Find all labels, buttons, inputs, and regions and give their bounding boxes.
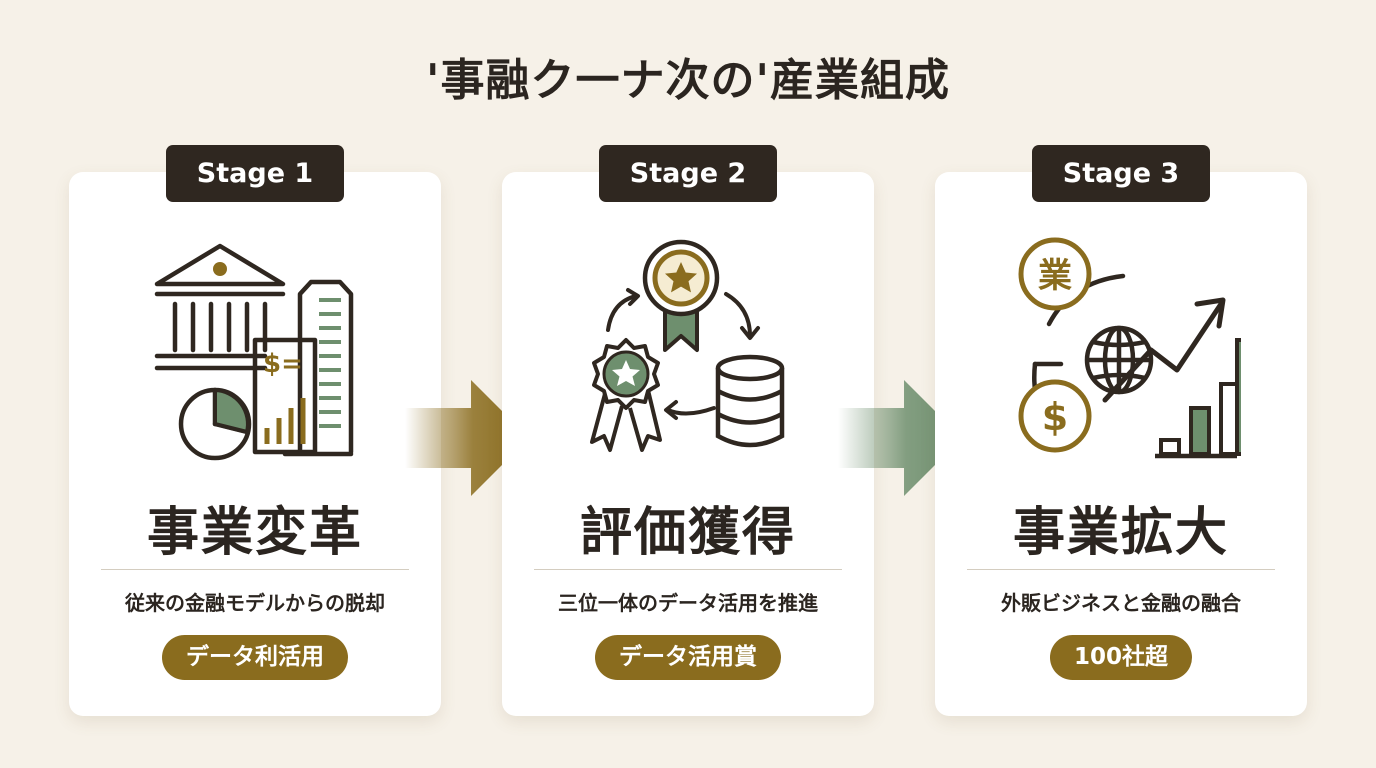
card-description: 従来の金融モデルからの脱却 [125, 591, 385, 615]
award-data-cycle-icon [590, 239, 785, 452]
global-business-growth-icon: 業 $ [1018, 237, 1241, 459]
flow-arrow-icon [405, 380, 529, 496]
document-symbol: $= [263, 349, 303, 379]
result-badge: データ利活用 [162, 635, 348, 680]
card-description: 三位一体のデータ活用を推進 [558, 591, 818, 615]
card-heading: 事業変革 [146, 502, 363, 563]
flow-arrow-icon [838, 380, 962, 496]
card-heading: 事業拡大 [1012, 502, 1229, 563]
stage-card-2: 評価獲得 三位一体のデータ活用を推進 データ活用賞 [502, 172, 874, 716]
result-badge: 100社超 [1049, 635, 1193, 680]
bank-buildings-chart-icon: $= [154, 243, 354, 461]
divider [534, 569, 842, 570]
stage-tab-2: Stage 2 [599, 145, 777, 202]
divider [967, 569, 1275, 570]
page-title: '事融ク一ナ次の'産業組成 [426, 55, 950, 106]
card-heading: 評価獲得 [579, 502, 796, 563]
stage-tab-3: Stage 3 [1032, 145, 1210, 202]
result-badge: データ活用賞 [595, 635, 781, 680]
card-description: 外販ビジネスと金融の融合 [1001, 591, 1241, 615]
stage-card-3: 業 $ 事業拡大 外販ビジネスと金融の融合 100社超 [935, 172, 1307, 716]
currency-coin-label: $ [1042, 395, 1068, 439]
stage-card-1: $= 事業変革 従来の金融モデルからの脱却 データ利活用 [69, 172, 441, 716]
divider [101, 569, 409, 570]
business-coin-label: 業 [1038, 256, 1072, 296]
stage-tab-1: Stage 1 [166, 145, 344, 202]
